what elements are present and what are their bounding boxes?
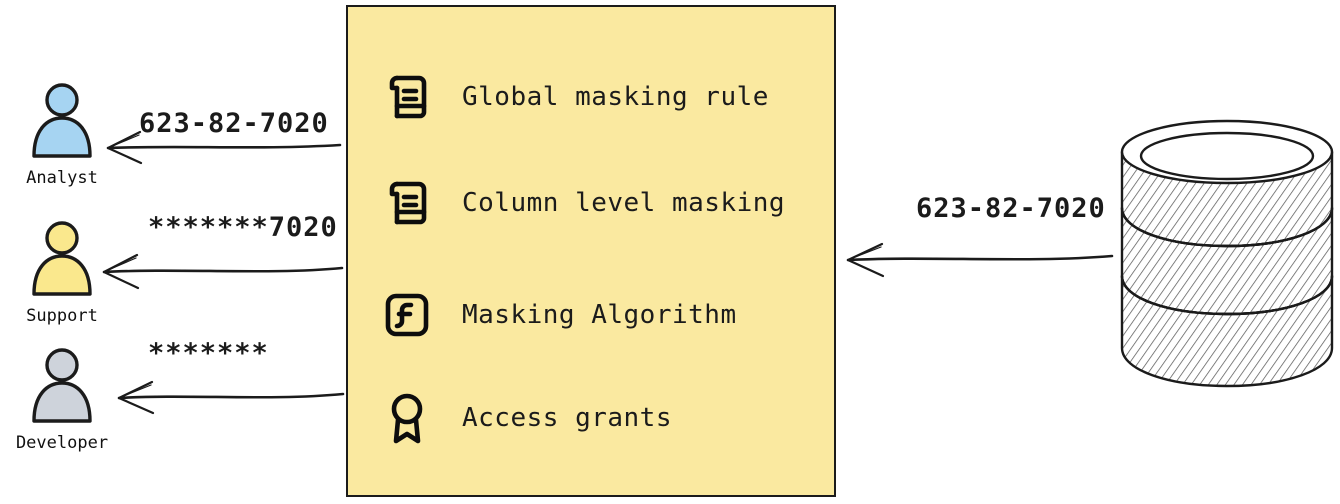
panel-row[interactable]: Global masking rule — [380, 64, 769, 130]
scroll-icon — [380, 69, 434, 125]
panel-row[interactable]: Masking Algorithm — [380, 282, 737, 348]
actor-label: Support — [26, 306, 98, 326]
arrow-to-developer — [117, 380, 345, 415]
panel-row[interactable]: Access grants — [380, 385, 672, 451]
function-icon — [380, 287, 434, 343]
actor-label: Developer — [15, 433, 109, 453]
database-cylinder-icon — [1114, 116, 1340, 406]
arrow-from-database — [846, 242, 1114, 278]
panel-row-label: Global masking rule — [462, 82, 769, 112]
actor-label: Analyst — [26, 168, 98, 188]
flow-value-support: *******7020 — [148, 212, 338, 243]
panel-row-label: Column level masking — [462, 188, 786, 218]
panel-row-label: Masking Algorithm — [462, 300, 737, 330]
arrow-to-analyst — [106, 130, 342, 165]
actor-analyst[interactable]: Analyst — [2, 80, 122, 188]
flow-value-analyst: 623-82-7020 — [139, 108, 329, 139]
person-icon — [19, 80, 105, 166]
panel-row-label: Access grants — [462, 403, 672, 433]
actor-developer[interactable]: Developer — [2, 345, 122, 453]
arrow-to-support — [102, 253, 344, 290]
panel-row[interactable]: Column level masking — [380, 170, 785, 236]
award-icon — [380, 390, 434, 446]
flow-value-database: 623-82-7020 — [916, 193, 1106, 224]
person-icon — [19, 218, 105, 304]
person-icon — [19, 345, 105, 431]
scroll-icon — [380, 175, 434, 231]
flow-value-developer: ******* — [148, 338, 269, 369]
actor-support[interactable]: Support — [2, 218, 122, 326]
masking-policy-panel: Global masking rule — [346, 5, 836, 497]
